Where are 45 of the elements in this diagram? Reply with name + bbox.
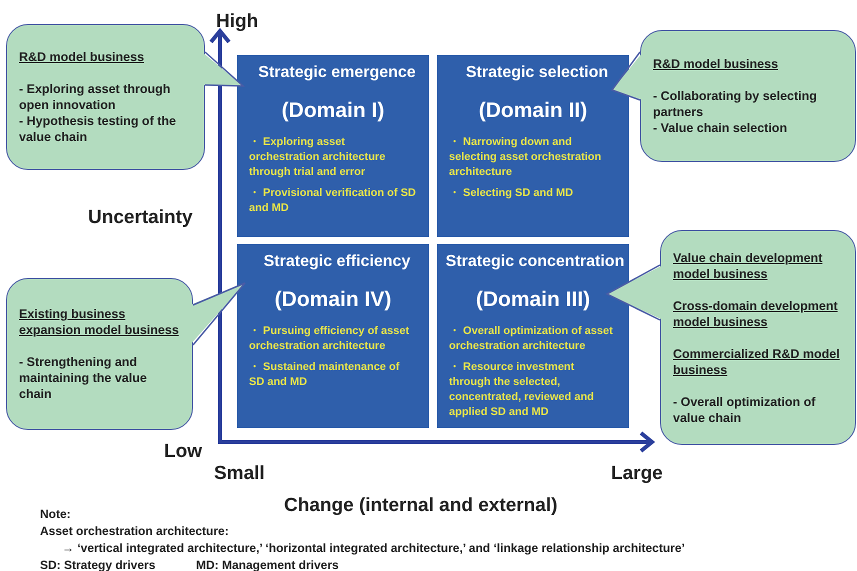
bullet-text: ・ Overall optimization of asset orchestration architecture (448, 324, 614, 354)
axis-label: Large (611, 462, 663, 486)
domain-title: Strategic efficiency (262, 252, 412, 272)
domain-title: Strategic selection (464, 63, 610, 83)
bubble-text: - Overall optimization of value chain (673, 394, 816, 426)
domain-box (437, 55, 629, 237)
note-text: → ‘vertical integrated architecture,’ ‘horizontal integrated architecture,’ and ‘linkage relationship architecture’ (62, 540, 685, 557)
speech-bubble (6, 24, 205, 170)
bullet-text: ・ Sustained maintenance of SD and MD (248, 360, 400, 390)
note-text: Asset orchestration architecture: (40, 523, 229, 540)
note-text: Note: (40, 506, 71, 523)
bullet-text: ・ Narrowing down and selecting asset orchestration architecture (448, 134, 602, 180)
bubble-heading: Commercialized R&D model business (673, 346, 841, 378)
bubble-text: - Exploring asset through open innovation (19, 81, 172, 113)
domain-title: Strategic emergence (257, 63, 417, 83)
bubble-text: - Strengthening and maintaining the value chain (19, 354, 148, 402)
domain-number: (Domain III) (474, 287, 592, 313)
axis-label: Change (internal and external) (284, 494, 558, 518)
domain-number: (Domain II) (478, 98, 588, 124)
bubble-text: - Hypothesis testing of the value chain (19, 113, 177, 145)
bubble-heading: Cross-domain development model business (673, 298, 839, 330)
bubble-text: - Value chain selection (653, 120, 788, 136)
domain-number: (Domain IV) (274, 287, 392, 313)
speech-bubble (6, 278, 193, 430)
domain-title: Strategic concentration (444, 252, 626, 272)
axis-label: High (216, 10, 258, 34)
speech-bubble (640, 30, 856, 162)
domain-box (437, 244, 629, 428)
domain-box (237, 244, 429, 428)
bubble-text: - Collaborating by selecting partners (653, 88, 818, 120)
bullet-text: ・ Pursuing efficiency of asset orchestration architecture (248, 324, 410, 354)
axis-label: Low (164, 440, 202, 464)
bubble-heading: R&D model business (19, 49, 146, 65)
bullet-text: ・ Selecting SD and MD (448, 186, 574, 200)
bubble-heading: R&D model business (653, 56, 780, 72)
bullet-text: ・ Provisional verification of SD and MD (248, 186, 417, 216)
domain-box (237, 55, 429, 237)
domain-number: (Domain I) (280, 98, 386, 124)
axis-label: Small (214, 462, 265, 486)
axis-label: Uncertainty (88, 206, 193, 230)
speech-bubble (660, 230, 856, 445)
bubble-heading: Existing business expansion model business (19, 306, 180, 338)
bubble-heading: Value chain development model business (673, 250, 824, 282)
bullet-text: ・ Exploring asset orchestration architecture through trial and error (248, 134, 386, 180)
bullet-text: ・ Resource investment through the selected, concentrated, reviewed and applied SD and MD (448, 360, 595, 420)
